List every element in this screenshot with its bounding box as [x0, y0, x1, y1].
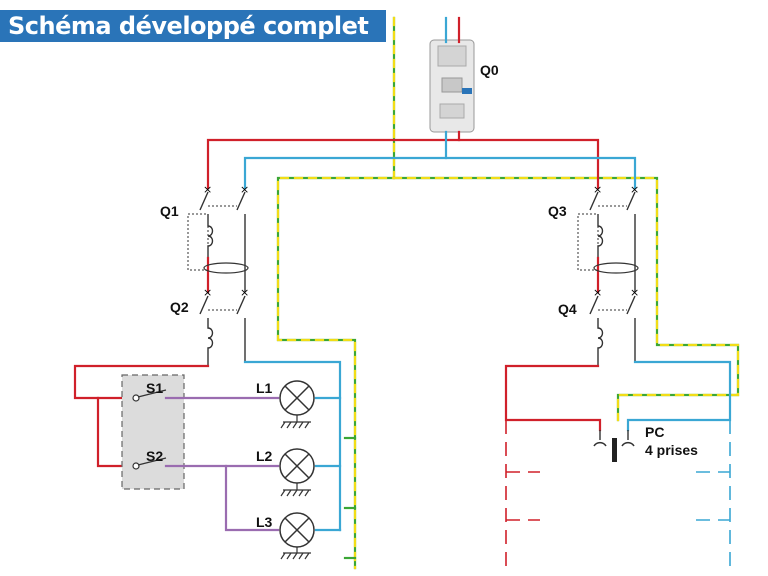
label-pc-sockets: 4 prises — [645, 442, 698, 458]
main-breaker-q0 — [429, 39, 475, 133]
title-banner: Schéma développé complet — [0, 10, 386, 42]
switch-s2[interactable] — [132, 457, 167, 470]
diagram-title: Schéma développé complet — [8, 12, 369, 40]
return-wires — [164, 396, 280, 532]
lamp-l1 — [279, 380, 315, 429]
neutral-distribution — [243, 130, 637, 190]
svg-text:×: × — [203, 183, 212, 196]
label-pc: PC — [645, 424, 664, 440]
svg-text:×: × — [630, 183, 639, 196]
lamp-l2 — [279, 448, 315, 497]
label-q0: Q0 — [480, 62, 499, 78]
lamp-l3 — [279, 512, 315, 560]
label-s1: S1 — [146, 380, 163, 396]
switch-s1[interactable] — [132, 389, 167, 402]
socket-wiring — [504, 360, 732, 568]
svg-text:×: × — [593, 286, 602, 299]
label-l1: L1 — [256, 380, 273, 396]
svg-text:×: × — [240, 286, 249, 299]
label-l3: L3 — [256, 514, 273, 530]
svg-text:×: × — [240, 183, 249, 196]
label-q3: Q3 — [548, 203, 567, 219]
svg-text:×: × — [593, 183, 602, 196]
label-q2: Q2 — [170, 299, 189, 315]
breaker-q2: × × — [199, 286, 249, 366]
lighting-neutral-wiring — [243, 360, 342, 532]
switch-box — [121, 374, 185, 490]
svg-text:×: × — [630, 286, 639, 299]
label-l2: L2 — [256, 448, 273, 464]
supply-wires — [444, 16, 461, 44]
svg-text:×: × — [203, 286, 212, 299]
phase-distribution — [206, 130, 600, 190]
label-s2: S2 — [146, 448, 163, 464]
label-q4: Q4 — [558, 301, 577, 317]
breaker-q1: × × — [187, 183, 249, 294]
breaker-q3: × × — [577, 183, 639, 294]
label-q1: Q1 — [160, 203, 179, 219]
breaker-q4: × × — [589, 286, 639, 366]
socket-symbol — [593, 430, 635, 462]
earth-conductor — [276, 16, 740, 570]
